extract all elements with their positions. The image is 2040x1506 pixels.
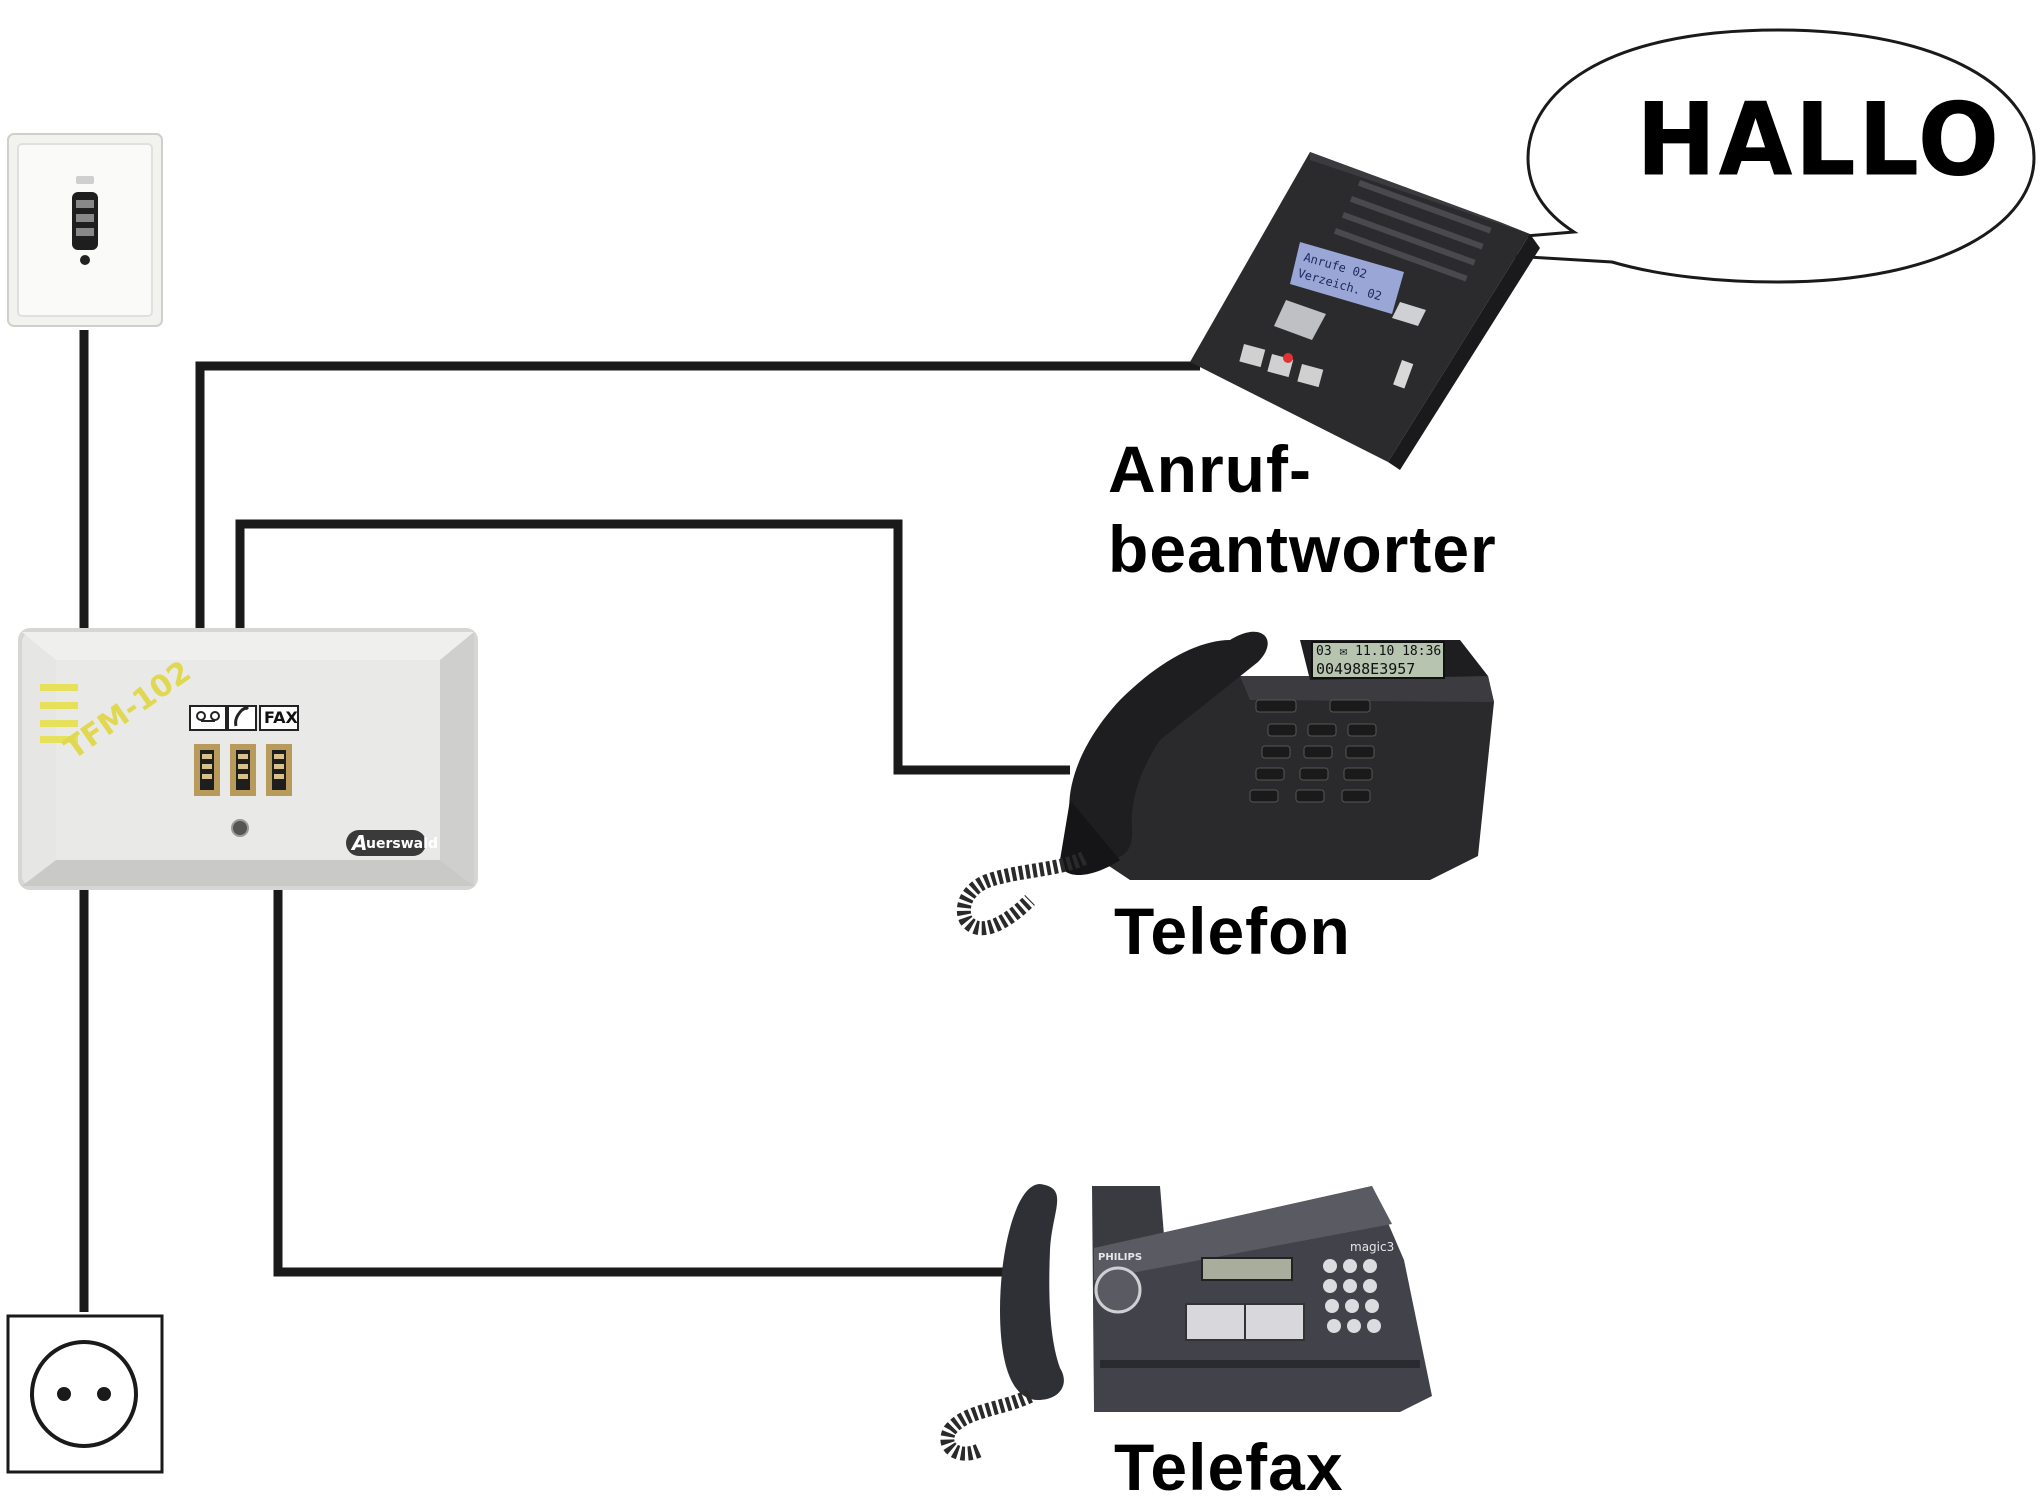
fax-label: Telefax	[1114, 1428, 1344, 1506]
splitter-accent-bar	[40, 720, 78, 727]
telephone-display-line2: 004988E3957	[1316, 660, 1415, 678]
auerswald-brand: uerswald	[366, 836, 438, 852]
speech-bubble-text: HALLO	[1636, 81, 2001, 199]
splitter-accent-bar	[40, 702, 78, 709]
splitter-jack	[194, 744, 220, 796]
tape-icon	[190, 706, 226, 730]
power-outlet-icon	[8, 1316, 162, 1472]
fax-display	[1202, 1258, 1292, 1280]
wire-splitter-to-answering-machine	[200, 366, 1200, 628]
splitter-jack	[266, 744, 292, 796]
wire-splitter-to-fax	[278, 890, 1010, 1272]
fax-machine	[947, 1184, 1432, 1454]
telephone-label: Telefon	[1114, 892, 1351, 970]
telephone-display-line1: 03 ✉ 11.10 18:36	[1316, 644, 1441, 659]
answering-machine-label-line2: beantworter	[1108, 510, 1497, 588]
answering-machine	[1190, 152, 1540, 470]
splitter-accent-bar	[40, 684, 78, 691]
splitter-jack	[230, 744, 256, 796]
splitter-screw	[232, 820, 248, 836]
phone-wall-socket-icon	[8, 134, 162, 326]
fax-brand-label: PHILIPS	[1098, 1252, 1142, 1263]
fax-port-label: FAX	[264, 708, 298, 727]
fax-cord	[947, 1396, 1030, 1454]
fax-model-label: magic3	[1350, 1240, 1394, 1254]
answering-machine-label-line1: Anruf-	[1108, 430, 1312, 508]
